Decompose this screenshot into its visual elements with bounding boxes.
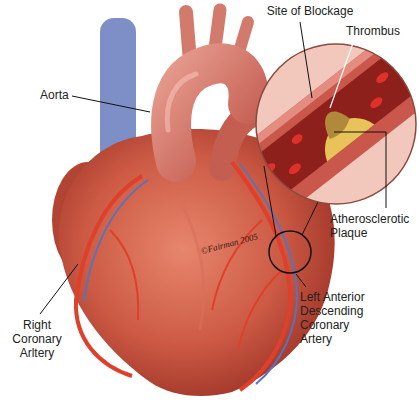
thrombus <box>317 105 353 140</box>
part-label: Aorta <box>40 88 80 102</box>
artery-inset <box>209 12 420 235</box>
heart-body <box>59 129 335 396</box>
inset-outline <box>256 44 416 204</box>
leader-line <box>300 22 312 98</box>
blood-cell <box>290 132 304 146</box>
right-coronary-artery <box>76 176 142 376</box>
leader-line <box>72 96 150 112</box>
aorta-highlight <box>167 74 196 130</box>
leader-line <box>296 274 306 287</box>
part-label: Right Coronary Arltery <box>6 318 68 360</box>
blood-cell <box>287 161 303 176</box>
zoom-line <box>264 166 276 236</box>
leader-line <box>334 132 386 208</box>
blood-cell <box>374 70 390 85</box>
artery-wall <box>209 12 420 235</box>
leader-line <box>330 40 354 108</box>
part-label: Site of Blockage <box>255 4 365 18</box>
muscle-shading <box>180 200 204 330</box>
cardiac-vein <box>240 164 297 384</box>
zoom-line <box>302 202 318 235</box>
leader-line <box>40 264 78 314</box>
lad-artery <box>232 162 290 390</box>
marginal-branch <box>110 230 138 320</box>
diagonal-branch <box>238 270 282 350</box>
part-label: Atherosclerotic Plaque <box>330 212 416 240</box>
blood-cell <box>406 72 420 86</box>
artery-lumen <box>219 25 420 223</box>
blood-cell <box>368 95 384 110</box>
part-label: Left Anterior Descending Coronary Artery <box>300 290 382 346</box>
plaque <box>313 106 375 161</box>
cardiac-vein <box>84 180 148 302</box>
blockage-marker <box>269 231 311 273</box>
part-label: Thrombus <box>346 24 416 38</box>
artery-section <box>209 12 420 235</box>
